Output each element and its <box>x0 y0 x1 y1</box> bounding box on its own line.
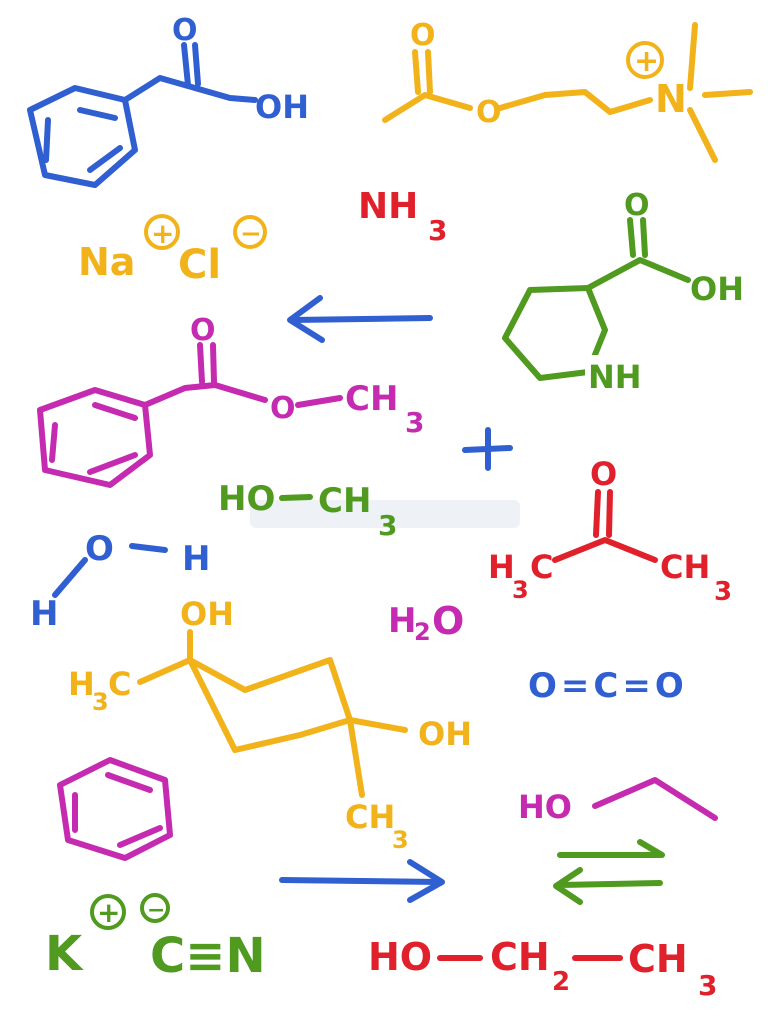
equilibrium-arrows <box>553 839 665 905</box>
kcn-cn-label: C≡N <box>150 928 266 984</box>
proline-oh-label: OH <box>690 270 744 308</box>
water-o-label: O <box>85 529 114 569</box>
methanol-ho-label: HO <box>218 479 275 519</box>
acetone-o-label: O <box>590 455 617 493</box>
kcn-k-label: K <box>45 926 84 982</box>
proline: O OH NH <box>502 188 744 396</box>
h2o-sub-label: 2 <box>414 618 431 646</box>
dimethyl-cyclohexanediol: OH H 3 C OH CH 3 <box>68 595 472 854</box>
nacl-minus-label: − <box>240 219 262 249</box>
proline-o-label: O <box>624 188 650 223</box>
acetone-c-left-label: C <box>530 548 553 586</box>
methanol-sub-label: 3 <box>378 509 397 542</box>
potassium-cyanide: K + − C≡N <box>45 893 266 984</box>
ester-o-label: O <box>270 391 296 426</box>
co2-label: O=C=O <box>528 666 688 706</box>
nacl-na-label: Na <box>78 240 135 284</box>
acetone-h-label: H <box>488 548 515 586</box>
nacl-cl-label: Cl <box>178 242 221 288</box>
acetylcholine-o-top-label: O <box>410 18 436 53</box>
ethanol-ho-label: HO <box>518 788 572 826</box>
kcn-minus-label: − <box>147 898 165 923</box>
benzoic-oh-label: OH <box>255 88 309 126</box>
acetone-sub-label: 3 <box>714 577 732 607</box>
cyclo-oh-right-label: OH <box>418 715 472 753</box>
water-h1-label: H <box>30 594 58 634</box>
ethanol-skeletal: HO <box>518 777 718 826</box>
ethanol-full-sub3-label: 3 <box>698 969 717 1002</box>
ethanol-full-ho-label: HO <box>368 935 432 979</box>
cyclo-sub-label: 3 <box>392 826 409 854</box>
methanol: HO CH 3 <box>218 479 397 542</box>
acetone-h-sub-label: 3 <box>512 576 529 604</box>
cyclo-ch-label: CH <box>345 798 395 836</box>
acetylcholine-n-label: N <box>655 77 687 121</box>
ester-sub-label: 3 <box>405 406 424 439</box>
h2o-h-label: H <box>388 601 416 641</box>
ester-ch-label: CH <box>345 379 398 419</box>
h2o-o-label: O <box>432 599 464 643</box>
h2o-formula: H 2 O <box>388 599 464 646</box>
nh3-label: NH <box>358 186 418 227</box>
nacl-plus-label: + <box>151 217 174 250</box>
water-h2-label: H <box>182 539 210 579</box>
cyclo-h-sub-label: 3 <box>92 688 109 716</box>
cyclo-h-label: H <box>68 665 95 703</box>
plus-sign <box>462 427 513 471</box>
cyclo-c-label: C <box>108 665 131 703</box>
ethanol-full-ch3-label: CH <box>628 937 688 981</box>
benzene-ring <box>57 757 173 861</box>
ammonia: NH 3 <box>358 186 447 247</box>
benzoic-o-label: O <box>172 13 198 48</box>
kcn-plus-label: + <box>97 896 120 929</box>
methanol-ch-label: CH <box>318 481 371 521</box>
ethanol-full-sub2-label: 2 <box>552 967 570 997</box>
methyl-benzoate: O O CH 3 <box>37 313 424 488</box>
right-arrow <box>279 859 445 903</box>
acetylcholine-o-ester-label: O <box>476 95 502 130</box>
acetone: O H 3 C CH 3 <box>488 455 732 607</box>
benzoic-acid: O OH <box>27 13 309 188</box>
ethanol-condensed: HO CH 2 CH 3 <box>368 935 717 1002</box>
nh3-sub-label: 3 <box>428 214 447 247</box>
left-arrow <box>287 295 433 343</box>
water-molecule: H O H <box>30 529 210 634</box>
proline-nh-label: NH <box>588 358 642 396</box>
carbon-dioxide: O=C=O <box>528 666 688 706</box>
acetylcholine: O O N + <box>382 18 753 163</box>
cyclo-oh-top-label: OH <box>180 595 234 633</box>
sodium-chloride: Na + Cl − <box>78 214 267 288</box>
watermark <box>250 500 520 528</box>
acetone-ch-label: CH <box>660 548 710 586</box>
acetylcholine-plus-label: + <box>634 44 659 79</box>
ethanol-full-ch2-label: CH <box>490 935 550 979</box>
ester-o-top-label: O <box>190 313 216 348</box>
